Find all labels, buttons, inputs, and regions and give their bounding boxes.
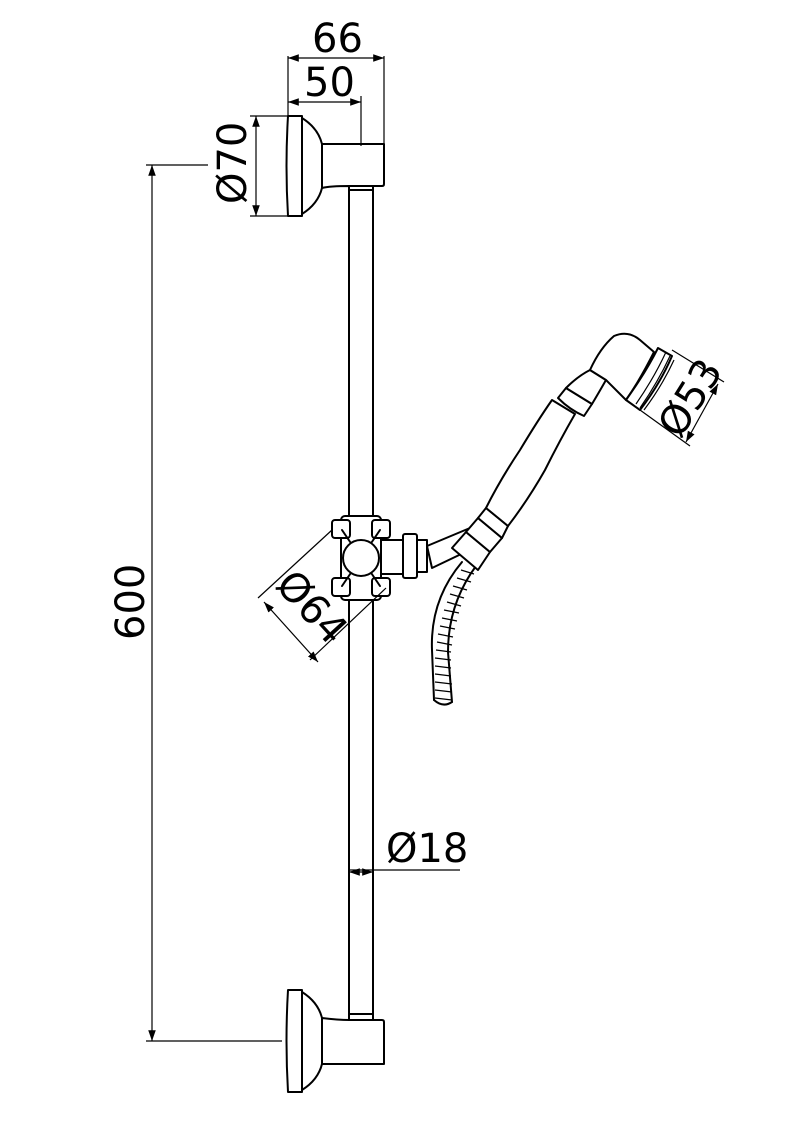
dimension-diameter-70: Ø70 [210,115,290,217]
dim-70-label: Ø70 [210,122,256,204]
dim-50-label: 50 [304,60,355,106]
slider-holder [331,515,479,601]
dim-66-label: 66 [312,16,363,62]
hand-shower [451,332,675,571]
dimension-50: 50 [288,60,362,146]
dim-600-label: 600 [108,564,154,640]
dimension-diameter-18: Ø18 [349,826,468,876]
top-wall-bracket [285,115,385,217]
shower-hose [430,561,477,706]
shower-rail [348,184,374,1023]
dimension-600: 600 [108,164,282,1042]
dim-18-label: Ø18 [386,826,468,872]
bottom-wall-bracket [285,989,385,1093]
dimension-66: 66 [287,16,385,146]
